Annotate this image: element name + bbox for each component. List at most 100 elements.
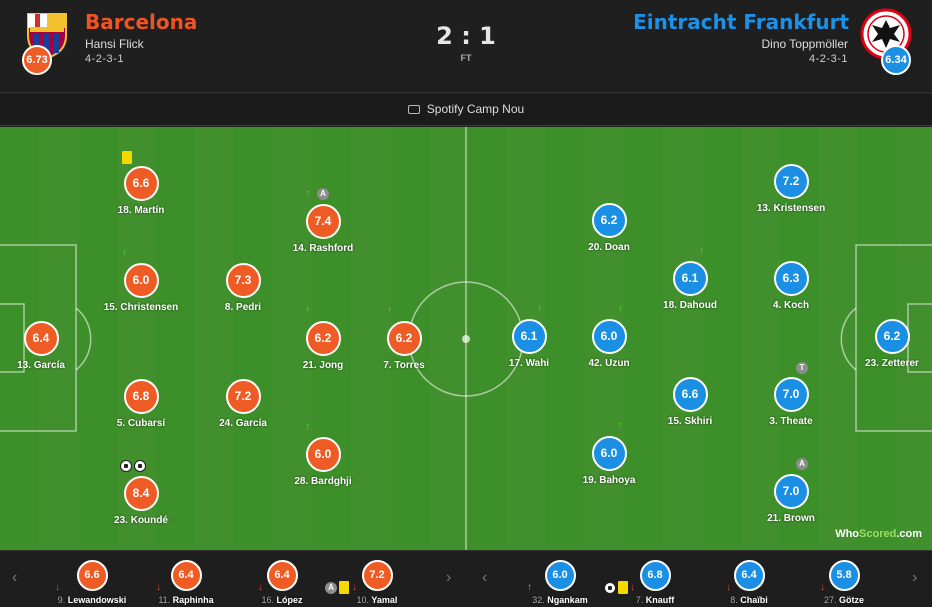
- player-rating: 6.2: [386, 321, 422, 356]
- player-name: 13. Kristensen: [756, 203, 826, 214]
- player-doan[interactable]: 6.2 20. Doan: [554, 203, 664, 253]
- player-bahoya[interactable]: 6.0 19. Bahoya: [554, 436, 664, 486]
- home-formation: 4-2-3-1: [85, 53, 124, 65]
- player-rating: 6.0: [123, 263, 159, 298]
- assist-icon: A: [796, 458, 808, 470]
- player-garcia-gk[interactable]: 6.4 13. García: [0, 321, 96, 371]
- away-team-rating: 6.34: [881, 45, 911, 75]
- subbed-in-icon: ↑: [537, 304, 542, 315]
- match-status: FT: [460, 53, 472, 63]
- player-name: 13. García: [17, 360, 65, 371]
- subbed-out-icon: ↓: [820, 582, 825, 593]
- player-name: 42. Uzun: [588, 358, 630, 369]
- player-rating: 6.2: [591, 203, 627, 238]
- player-rating: 5.8: [828, 560, 860, 591]
- subbed-in-icon: ↑: [618, 304, 623, 315]
- player-name: 17. Wahi: [508, 358, 550, 369]
- subbed-out-icon: ↓: [55, 582, 60, 593]
- player-wahi[interactable]: 6.1 17. Wahi: [474, 319, 584, 369]
- player-rating: 6.2: [874, 319, 910, 354]
- subbed-in-icon: ↑: [618, 420, 623, 431]
- match-score: 2 : 1: [436, 22, 496, 50]
- assist-icon: A: [317, 188, 329, 200]
- player-name: 15. Christensen: [103, 302, 179, 313]
- subbed-in-icon: ↑: [122, 248, 127, 259]
- subbed-out-icon: ↓: [156, 582, 161, 593]
- player-rating: 6.3: [773, 261, 809, 296]
- player-name: 23. Koundé: [114, 515, 168, 526]
- home-team-name[interactable]: Barcelona: [85, 10, 198, 34]
- venue-name: Spotify Camp Nou: [426, 102, 525, 116]
- venue-bar: Spotify Camp Nou: [0, 94, 932, 126]
- player-name: 7. Torres: [383, 360, 425, 371]
- player-koch[interactable]: 6.3 4. Koch: [736, 261, 846, 311]
- subbed-out-icon: ↓: [258, 582, 263, 593]
- chevron-right-icon[interactable]: ›: [912, 569, 918, 586]
- player-rating: 6.4: [170, 560, 202, 591]
- player-name: 19. Bahoya: [582, 475, 636, 486]
- player-uzun[interactable]: 6.0 42. Uzun: [554, 319, 664, 369]
- player-christensen[interactable]: 6.0 15. Christensen: [86, 263, 196, 313]
- player-rating: 6.2: [305, 321, 341, 356]
- player-rating: 6.1: [511, 319, 547, 354]
- away-team-name[interactable]: Eintracht Frankfurt: [633, 10, 849, 34]
- yellow-card-icon: [339, 581, 349, 594]
- chevron-right-icon[interactable]: ›: [446, 569, 452, 586]
- player-rating: 7.2: [225, 379, 261, 414]
- subbed-out-icon: ↓: [630, 582, 635, 593]
- player-name: 21. Brown: [767, 513, 815, 524]
- subbed-out-icon: ↓: [617, 188, 622, 199]
- player-rating: 6.8: [123, 379, 159, 414]
- player-rating: 7.0: [773, 377, 809, 412]
- assist-icon: A: [325, 582, 337, 594]
- chevron-left-icon[interactable]: ‹: [482, 569, 488, 586]
- yellow-card-icon: [618, 581, 628, 594]
- player-torres[interactable]: 6.2 7. Torres: [349, 321, 459, 371]
- player-rashford[interactable]: 7.4 14. Rashford: [268, 204, 378, 254]
- player-name: 20. Doan: [588, 242, 630, 253]
- player-rating: 6.4: [23, 321, 59, 356]
- player-rating: 6.0: [591, 319, 627, 354]
- player-kounde[interactable]: 8.4 23. Koundé: [86, 476, 196, 526]
- goal-icon: [134, 460, 146, 472]
- subbed-in-icon: ↑: [305, 305, 310, 316]
- chevron-left-icon[interactable]: ‹: [12, 569, 18, 586]
- subbed-out-icon: ↓: [352, 582, 357, 593]
- yellow-card-icon: [122, 151, 132, 164]
- player-rating: 6.4: [733, 560, 765, 591]
- player-name: 14. Rashford: [292, 243, 354, 254]
- match-header: 6.73 Barcelona Hansi Flick 4-2-3-1 2 : 1…: [0, 0, 932, 93]
- away-formation: 4-2-3-1: [809, 53, 848, 65]
- subbed-out-icon: ↓: [726, 582, 731, 593]
- player-rating: 8.4: [123, 476, 159, 511]
- player-name: 4. Koch: [772, 300, 810, 311]
- player-rating: 7.2: [361, 560, 393, 591]
- player-rating: 7.4: [305, 204, 341, 239]
- player-rating: 6.6: [123, 166, 159, 201]
- player-rating: 6.0: [591, 436, 627, 471]
- player-rating: 6.6: [76, 560, 108, 591]
